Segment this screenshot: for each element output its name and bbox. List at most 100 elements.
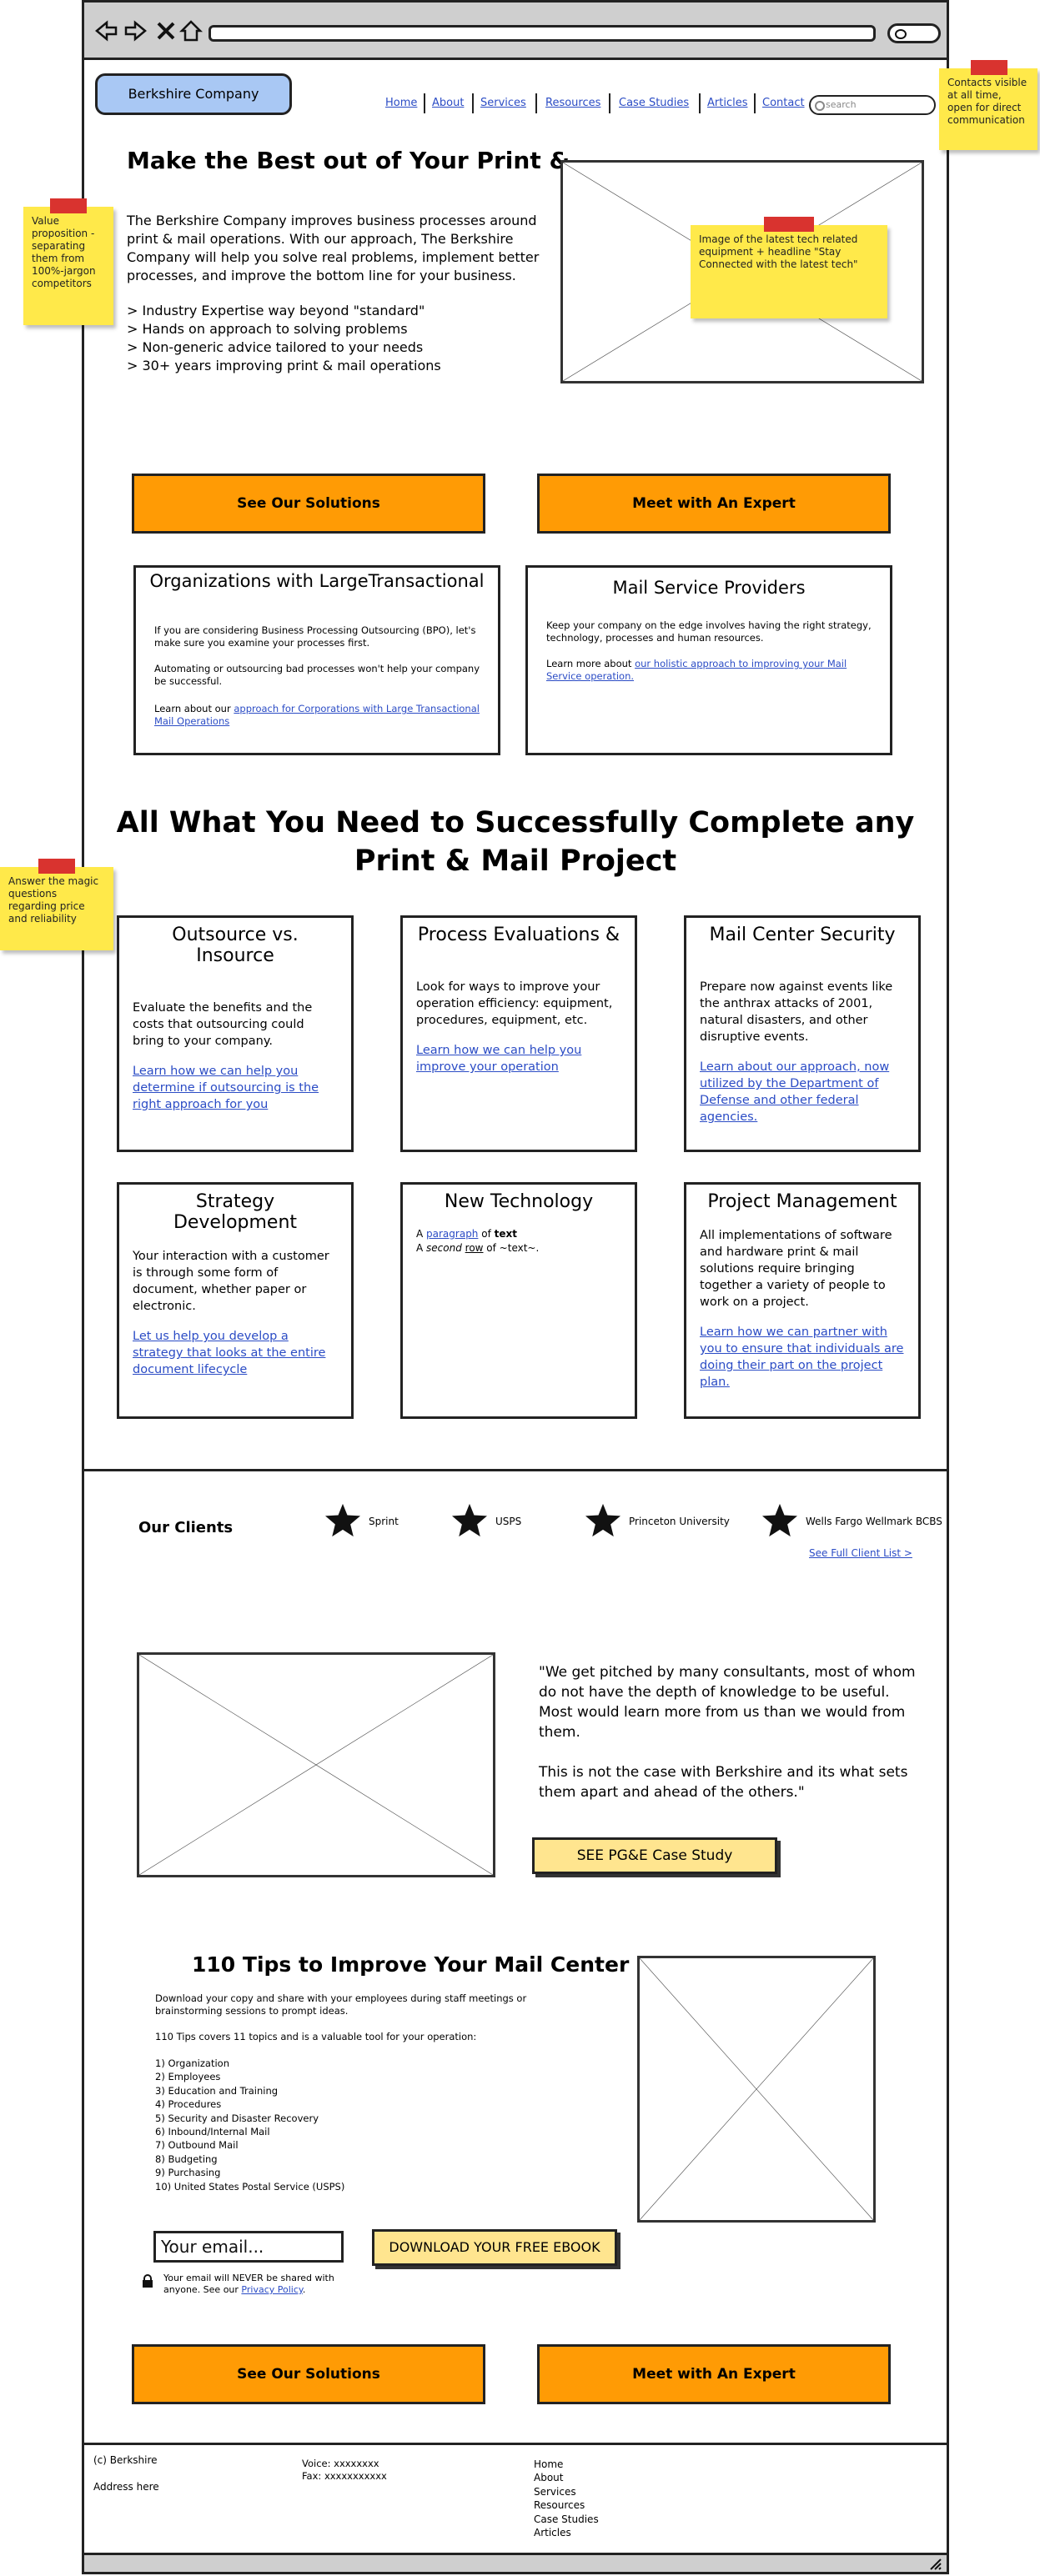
quote-paragraph: This is not the case with Berkshire and … (539, 1764, 908, 1801)
forward-icon[interactable] (123, 18, 148, 43)
footer-divider (82, 2443, 949, 2445)
note-text: Image of the latest tech related equipme… (699, 233, 858, 270)
note-text: Contacts visible at all time, open for d… (947, 77, 1027, 126)
client-name: Wells Fargo Wellmark BCBS (806, 1516, 942, 1527)
service-title: Project Management (707, 1191, 897, 1212)
newtech-sample: A paragraph of text A second row of ~tex… (416, 1227, 621, 1255)
footer-link-articles[interactable]: Articles (534, 2527, 571, 2539)
star-icon (452, 1503, 487, 1537)
annotation-note-magic: Answer the magic questions regarding pri… (0, 859, 113, 950)
nav-articles[interactable]: Articles (707, 97, 748, 109)
hero-bullet: > Hands on approach to solving problems (127, 321, 408, 337)
tips-title: 110 Tips to Improve Your Mail Center (192, 1952, 630, 1977)
org-card-p1: If you are considering Business Processi… (154, 624, 476, 649)
footer-link-case-studies[interactable]: Case Studies (534, 2513, 599, 2525)
service-body: Evaluate the benefits and the costs that… (133, 1001, 313, 1048)
msp-approach-link[interactable]: our holistic approach to improving your … (546, 658, 847, 682)
section-divider (82, 1469, 949, 1471)
service-card-process: Process Evaluations & Look for ways to i… (400, 915, 637, 1152)
sample-italic-text: second (426, 1242, 462, 1254)
tips-topic: 9) Purchasing (155, 2167, 221, 2179)
service-link[interactable]: Learn about our approach, now utilized b… (700, 1060, 890, 1124)
meet-expert-button-bottom[interactable]: Meet with An Expert (537, 2344, 891, 2404)
back-icon[interactable] (93, 18, 118, 43)
service-link[interactable]: Learn how we can partner with you to ens… (700, 1326, 904, 1389)
footer-contact: Voice: xxxxxxxx Fax: xxxxxxxxxxx (302, 2458, 387, 2483)
note-text: Value proposition - separating them from… (32, 215, 96, 289)
nav-services[interactable]: Services (480, 97, 526, 109)
service-link[interactable]: Learn how we can help you determine if o… (133, 1065, 319, 1111)
hero-body: The Berkshire Company improves business … (127, 213, 540, 283)
email-placeholder: Your email... (161, 2237, 264, 2257)
sample-text: of (478, 1228, 495, 1240)
service-body: All implementations of software and hard… (700, 1229, 892, 1309)
client-usps: USPS (450, 1502, 667, 1541)
learn-prefix: Learn about our (154, 703, 234, 714)
hero-bullets: > Industry Expertise way beyond "standar… (127, 302, 544, 375)
sample-text: of ~text~. (483, 1242, 540, 1254)
footer-links: Home About Services Resources Case Studi… (534, 2458, 599, 2539)
nav-resources[interactable]: Resources (545, 97, 601, 109)
sample-paragraph-link[interactable]: paragraph (426, 1228, 479, 1240)
star-icon (585, 1503, 620, 1537)
service-link[interactable]: Learn how we can help you improve your o… (416, 1044, 582, 1074)
service-link[interactable]: Let us help you develop a strategy that … (133, 1330, 326, 1376)
nav-home[interactable]: Home (385, 97, 418, 109)
case-study-button[interactable]: SEE PG&E Case Study (532, 1837, 777, 1874)
service-body: Prepare now against events like the anth… (700, 980, 893, 1044)
ebook-image-placeholder (637, 1956, 876, 2223)
sample-text: A (416, 1228, 427, 1240)
search-icon (895, 29, 907, 39)
see-solutions-button-bottom[interactable]: See Our Solutions (132, 2344, 485, 2404)
browser-search[interactable] (887, 23, 941, 43)
download-ebook-button[interactable]: DOWNLOAD YOUR FREE EBOOK (372, 2229, 617, 2266)
tips-topic: 6) Inbound/Internal Mail (155, 2126, 270, 2138)
footer-link-services[interactable]: Services (534, 2485, 576, 2498)
client-name: Sprint (369, 1516, 399, 1527)
service-title: Mail Center Security (709, 925, 896, 945)
footer-link-about[interactable]: About (534, 2472, 564, 2484)
tips-topic: 3) Education and Training (155, 2084, 279, 2097)
full-client-list-link[interactable]: See Full Client List > (809, 1547, 912, 1559)
see-solutions-button[interactable]: See Our Solutions (132, 474, 485, 534)
search-input[interactable]: search (809, 95, 936, 115)
browser-status-bar (82, 2553, 949, 2574)
company-logo[interactable]: Berkshire Company (95, 73, 292, 115)
close-icon[interactable] (153, 18, 178, 43)
sample-underline-text: row (465, 1242, 484, 1254)
email-input[interactable]: Your email... (153, 2231, 344, 2263)
footer-link-home[interactable]: Home (534, 2458, 564, 2470)
privacy-policy-link[interactable]: Privacy Policy (241, 2284, 303, 2295)
lock-icon (142, 2274, 157, 2289)
hero-bullet: > Industry Expertise way beyond "standar… (127, 303, 425, 318)
service-title: Strategy Development (173, 1191, 298, 1233)
org-card: Organizations with LargeTransactional If… (133, 565, 500, 755)
star-icon (325, 1503, 360, 1537)
nav-contact[interactable]: Contact (762, 97, 805, 109)
sample-bold-text: text (494, 1228, 517, 1240)
resize-grip-icon[interactable] (927, 2556, 942, 2571)
note-text: Answer the magic questions regarding pri… (8, 875, 99, 925)
tips-topic: 7) Outbound Mail (155, 2139, 239, 2152)
service-body: Look for ways to improve your operation … (416, 980, 613, 1027)
address-bar[interactable] (209, 25, 876, 42)
nav-case-studies[interactable]: Case Studies (619, 97, 690, 109)
star-icon (762, 1503, 797, 1537)
home-icon[interactable] (178, 18, 203, 43)
footer-link-resources[interactable]: Resources (534, 2499, 585, 2512)
nav-about[interactable]: About (432, 97, 465, 109)
msp-card-p1: Keep your company on the edge involves h… (546, 619, 872, 644)
meet-expert-button[interactable]: Meet with An Expert (537, 474, 891, 534)
client-wells-fargo: Wells Fargo Wellmark BCBS (761, 1502, 1036, 1541)
sample-text: A (416, 1242, 427, 1254)
annotation-note-image: Image of the latest tech related equipme… (691, 217, 887, 318)
hero-bullet: > Non-generic advice tailored to your ne… (127, 339, 424, 355)
tips-topic: 5) Security and Disaster Recovery (155, 2112, 319, 2124)
privacy-prefix: Your email will NEVER be shared with any… (163, 2273, 334, 2295)
footer-voice: Voice: xxxxxxxx (302, 2458, 379, 2469)
hero-bullet: > 30+ years improving print & mail opera… (127, 358, 441, 373)
learn-prefix: Learn more about (546, 658, 636, 669)
tips-topic: 1) Organization (155, 2057, 229, 2069)
service-card-technology: New Technology A paragraph of text A sec… (400, 1182, 637, 1419)
org-approach-link[interactable]: approach for Corporations with Large Tra… (154, 703, 480, 727)
